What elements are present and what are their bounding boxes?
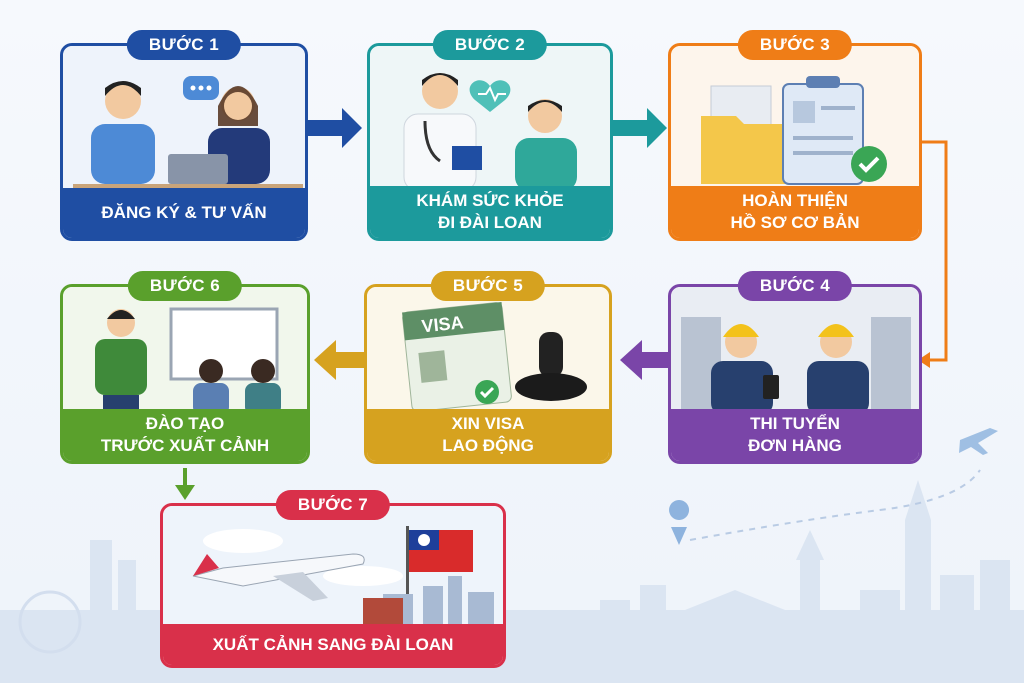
- documents-illustration: [671, 46, 919, 191]
- hard-hat-icon: [818, 324, 854, 337]
- plane-icon: [959, 428, 998, 455]
- step-1-title: ĐĂNG KÝ & TƯ VẤN: [63, 188, 305, 238]
- step-7-badge: BƯỚC 7: [275, 490, 391, 520]
- stamp-icon: [539, 332, 563, 377]
- location-pin-icon: [669, 500, 690, 545]
- taiwan-flag-icon: [409, 530, 473, 572]
- training-illustration: [63, 287, 307, 415]
- visa-illustration: VISA: [367, 287, 609, 415]
- step-4-badge: BƯỚC 4: [737, 271, 853, 301]
- hard-hat-icon: [723, 324, 759, 337]
- clipboard-icon: [782, 83, 864, 185]
- step-2-badge: BƯỚC 2: [432, 30, 548, 60]
- departure-illustration: [163, 506, 503, 624]
- step-1-card: ĐĂNG KÝ & TƯ VẤN BƯỚC 1: [60, 30, 308, 241]
- heart-icon: [469, 80, 511, 112]
- visa-label: VISA: [421, 312, 465, 336]
- step-7-title: XUẤT CẢNH SANG ĐÀI LOAN: [163, 624, 503, 665]
- consultation-illustration: [63, 46, 305, 191]
- step-6-badge: BƯỚC 6: [127, 271, 243, 301]
- ferris-wheel-icon: [18, 590, 82, 654]
- health-check-illustration: [370, 46, 610, 191]
- step-3-badge: BƯỚC 3: [737, 30, 853, 60]
- step-5-badge: BƯỚC 5: [430, 271, 546, 301]
- step-1-badge: BƯỚC 1: [126, 30, 242, 60]
- step-7-card: XUẤT CẢNH SANG ĐÀI LOAN BƯỚC 7: [160, 490, 506, 668]
- folder-icon: [701, 116, 789, 184]
- airplane-icon: [192, 553, 365, 601]
- factory-test-illustration: [671, 287, 919, 415]
- checkmark-icon: [851, 146, 887, 182]
